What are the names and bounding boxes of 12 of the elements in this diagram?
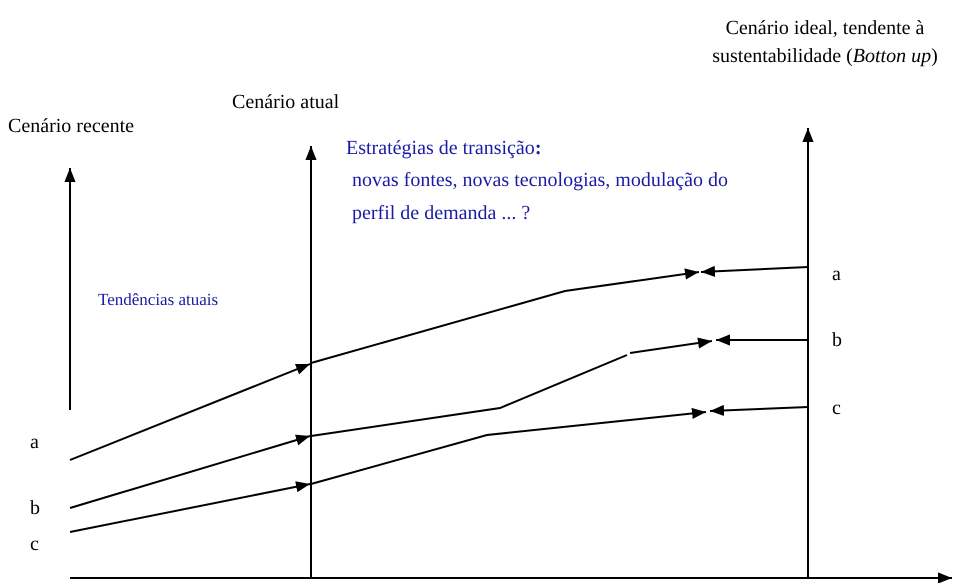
scenario-label: Cenário recente (8, 114, 134, 139)
scenario-label: Cenário atual (232, 90, 340, 115)
scenario-label: Cenário ideal, tendente à sustentabilidade (Botton up) (711, 16, 939, 69)
strategy-text: novas fontes, novas tecnologias, modulação do perfil de demanda ... ? (352, 168, 730, 226)
strategy-heading: Estratégias de transição: (346, 136, 542, 161)
series-letter: b (832, 328, 842, 353)
trend-label: Tendências atuais (98, 289, 218, 311)
series-letter: a (30, 430, 39, 455)
series-letter: a (832, 262, 841, 287)
series-letter: c (30, 532, 39, 557)
series-letter: c (832, 396, 841, 421)
series-letter: b (30, 496, 40, 521)
